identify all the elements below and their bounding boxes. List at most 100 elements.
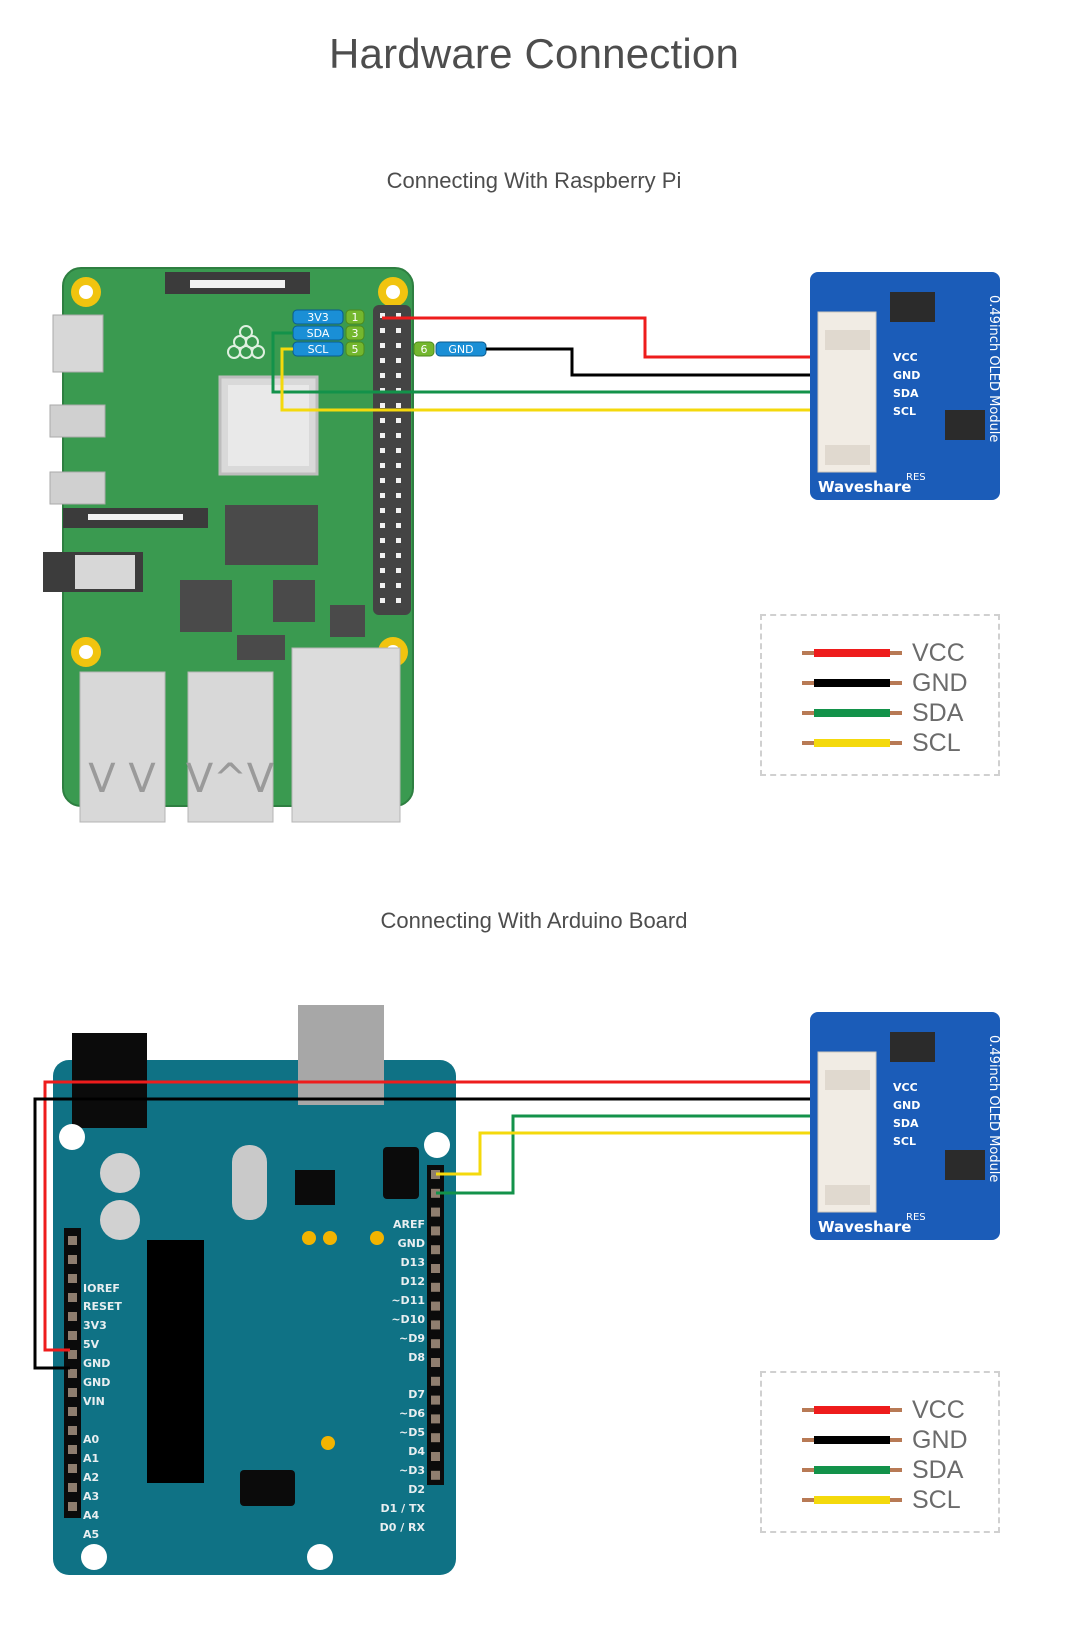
header-label-right: D1 / TX	[381, 1502, 426, 1515]
svg-text:GND: GND	[893, 1099, 920, 1112]
header-label-right: D8	[408, 1351, 425, 1364]
gpio-pin	[396, 433, 401, 438]
header-label-right: D2	[408, 1483, 425, 1496]
section-title-raspberry-pi: Connecting With Raspberry Pi	[386, 168, 682, 193]
gpio-pin	[380, 553, 385, 558]
header-pin	[431, 1264, 440, 1273]
header-pin	[431, 1320, 440, 1330]
header-label-right: D13	[401, 1256, 425, 1269]
header-pin	[431, 1282, 440, 1292]
gpio-pin	[396, 373, 401, 378]
legend-item-vcc: VCC	[802, 1395, 992, 1425]
header-label-right: D12	[401, 1275, 425, 1288]
gpio-pin	[396, 463, 401, 468]
header-label-left: 5V	[83, 1338, 100, 1351]
gpio-pin	[380, 418, 385, 423]
header-pin	[431, 1301, 440, 1311]
header-pin	[68, 1426, 77, 1435]
header-pin	[431, 1207, 440, 1217]
gpio-pin	[380, 538, 385, 543]
svg-text:5: 5	[352, 343, 359, 356]
gpio-pin	[396, 553, 401, 558]
header-pin	[68, 1331, 77, 1340]
svg-text:V^V: V^V	[186, 756, 275, 802]
gpio-pin	[396, 343, 401, 348]
svg-text:SDA: SDA	[893, 387, 919, 400]
svg-text:RES: RES	[906, 472, 926, 483]
header-label-left: A0	[83, 1433, 100, 1446]
header-pin	[68, 1483, 77, 1492]
svg-text:3: 3	[352, 327, 359, 340]
oled-module: VCC GND SDA SCL RES Waveshare 0.49inch O…	[810, 1012, 1001, 1240]
gpio-pin	[380, 463, 385, 468]
header-label-left: GND	[83, 1376, 110, 1389]
header-pin	[431, 1245, 440, 1255]
svg-text:3V3: 3V3	[307, 311, 329, 324]
svg-text:SCL: SCL	[893, 405, 916, 418]
gpio-pin	[380, 493, 385, 498]
raspberry-pi-board: V V V^V	[43, 267, 414, 823]
header-label-left: RESET	[83, 1300, 122, 1313]
header-label-right: D7	[408, 1388, 425, 1401]
wire-scl	[436, 1131, 815, 1176]
header-pin	[431, 1188, 440, 1198]
svg-text:GND: GND	[893, 369, 920, 382]
gpio-pin	[396, 403, 401, 408]
wire-vcc	[43, 1080, 815, 1352]
gpio-pin	[380, 583, 385, 588]
gpio-pin	[380, 373, 385, 378]
header-label-right: ~D10	[391, 1313, 425, 1326]
header-label-right: D0 / RX	[380, 1521, 426, 1534]
gpio-pin	[396, 313, 401, 318]
gpio-pin	[396, 328, 401, 333]
header-pin	[68, 1350, 77, 1359]
header-pin	[431, 1339, 440, 1349]
gpio-pin	[396, 568, 401, 573]
header-label-left: VIN	[83, 1395, 105, 1408]
gpio-pin	[396, 583, 401, 588]
header-label-right: D4	[408, 1445, 425, 1458]
header-pin	[68, 1312, 77, 1321]
wires-raspberry-pi	[271, 316, 815, 412]
gpio-pin	[396, 598, 401, 603]
header-pin	[68, 1255, 77, 1264]
svg-text:0.49inch OLED Module: 0.49inch OLED Module	[986, 1035, 1001, 1182]
wire-sda	[271, 331, 815, 394]
legend-item-sda: SDA	[802, 1455, 992, 1485]
header-label-right: AREF	[393, 1218, 425, 1231]
svg-text:Waveshare: Waveshare	[818, 478, 911, 496]
raspberry-pi-wiring-diagram: V V V^V 3V3 1 SDA 3 SCL 5 6 GND	[43, 267, 1001, 823]
pin-label-sda: SDA 3	[292, 325, 365, 341]
legend-item-gnd: GND	[802, 668, 992, 698]
header-pin	[431, 1433, 440, 1443]
gpio-pin	[380, 433, 385, 438]
gpio-pin	[396, 538, 401, 543]
gpio-pin	[380, 328, 385, 333]
header-pin	[431, 1226, 440, 1236]
svg-text:SDA: SDA	[307, 327, 330, 340]
header-label-left: A5	[83, 1528, 99, 1541]
header-pin	[68, 1274, 77, 1283]
gpio-pin	[396, 358, 401, 363]
svg-text:1: 1	[352, 311, 359, 324]
header-pin	[431, 1170, 440, 1179]
header-pin	[431, 1358, 440, 1367]
pin-label-gnd: 6 GND	[413, 341, 487, 357]
gpio-pin	[380, 598, 385, 603]
gpio-pin	[380, 568, 385, 573]
header-label-left: GND	[83, 1357, 110, 1370]
wire-gnd	[486, 347, 815, 377]
header-pin	[68, 1236, 77, 1245]
header-pin	[431, 1376, 440, 1386]
raspberry-logo	[227, 325, 265, 359]
svg-text:Waveshare: Waveshare	[818, 1218, 911, 1236]
legend-item-scl: SCL	[802, 728, 992, 758]
header-label-right: ~D6	[399, 1407, 425, 1420]
wires-arduino	[33, 1080, 815, 1370]
svg-text:SCL: SCL	[893, 1135, 916, 1148]
wire-vcc	[382, 316, 815, 359]
oled-module: VCC GND SDA SCL RES Waveshare 0.49inch O…	[810, 272, 1001, 500]
wire-scl	[280, 347, 815, 412]
